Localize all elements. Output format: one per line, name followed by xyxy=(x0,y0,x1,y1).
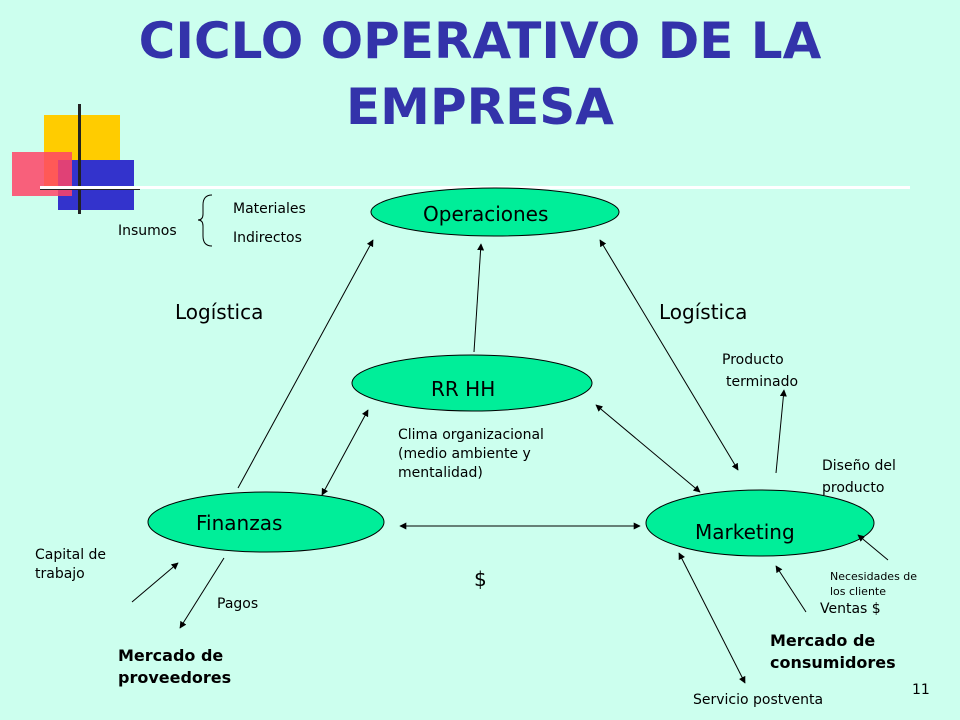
clima-label: Clima organizacional (medio ambiente y m… xyxy=(398,426,544,483)
decor-vertical-bar xyxy=(78,104,81,214)
necesidades-line-1: Necesidades de xyxy=(830,570,918,583)
necesidades-label: Necesidades de los cliente xyxy=(830,569,917,599)
title-divider xyxy=(40,186,910,189)
mercado-proveedores-label: Mercado de proveedores xyxy=(118,645,231,689)
insumos-label: Insumos xyxy=(118,223,177,239)
arrow-producto-terminado xyxy=(775,389,787,474)
capital-line-2: trabajo xyxy=(35,566,85,582)
capital-line-1: Capital de xyxy=(35,547,107,563)
slide-title-line1: CICLO OPERATIVO DE LA xyxy=(138,12,822,70)
mercado-proveedores-line-1: Mercado de xyxy=(118,646,224,665)
clima-line-1: Clima organizacional xyxy=(398,427,544,443)
mercado-consumidores-line-2: consumidores xyxy=(770,653,896,672)
diseno-label: Diseño del producto xyxy=(822,455,896,499)
clima-line-3: mentalidad) xyxy=(398,465,483,481)
terminado-line: terminado xyxy=(726,374,799,390)
logistica-left-label: Logística xyxy=(175,300,264,324)
diseno-line-2: producto xyxy=(822,480,885,496)
arrow-ventas xyxy=(775,565,807,613)
node-operaciones xyxy=(370,187,620,237)
clima-line-2: (medio ambiente y xyxy=(398,446,531,462)
arrow-rrhh-marketing xyxy=(595,404,701,493)
insumos-brace xyxy=(197,194,213,247)
arrow-rrhh-operaciones xyxy=(473,243,485,353)
node-marketing xyxy=(645,489,875,557)
mercado-proveedores-line-2: proveedores xyxy=(118,668,232,687)
pagos-label: Pagos xyxy=(217,596,259,612)
arrow-servicio-postventa xyxy=(678,552,746,684)
rrhh-label: RR HH xyxy=(431,377,496,401)
arrow-finanzas-operaciones xyxy=(237,239,374,489)
capital-trabajo-label: Capital de trabajo xyxy=(35,546,106,584)
node-rrhh xyxy=(351,354,593,412)
mercado-consumidores-label: Mercado de consumidores xyxy=(770,630,896,674)
operaciones-label: Operaciones xyxy=(423,202,549,226)
ventas-label: Ventas $ xyxy=(820,601,881,617)
producto-terminado-label: Producto terminado xyxy=(722,349,798,393)
arrow-rrhh-finanzas xyxy=(321,409,369,496)
marketing-label: Marketing xyxy=(695,520,795,544)
slide-title-line2: EMPRESA xyxy=(346,78,614,136)
arrow-necesidades xyxy=(857,534,889,561)
dollar-label: $ xyxy=(474,567,487,591)
node-finanzas xyxy=(147,491,385,553)
diseno-line-1: Diseño del xyxy=(822,458,896,474)
materiales-label: Materiales xyxy=(233,201,306,217)
arrow-operaciones-marketing xyxy=(599,239,739,471)
finanzas-label: Finanzas xyxy=(196,511,283,535)
servicio-postventa-label: Servicio postventa xyxy=(693,692,824,708)
arrow-capital-trabajo xyxy=(131,562,179,603)
page-number: 11 xyxy=(912,682,930,698)
arrow-pagos xyxy=(179,557,225,629)
logistica-right-label: Logística xyxy=(659,300,748,324)
mercado-consumidores-line-1: Mercado de xyxy=(770,631,876,650)
indirectos-label: Indirectos xyxy=(233,230,302,246)
producto-line: Producto xyxy=(722,352,784,368)
necesidades-line-2: los cliente xyxy=(830,585,886,598)
